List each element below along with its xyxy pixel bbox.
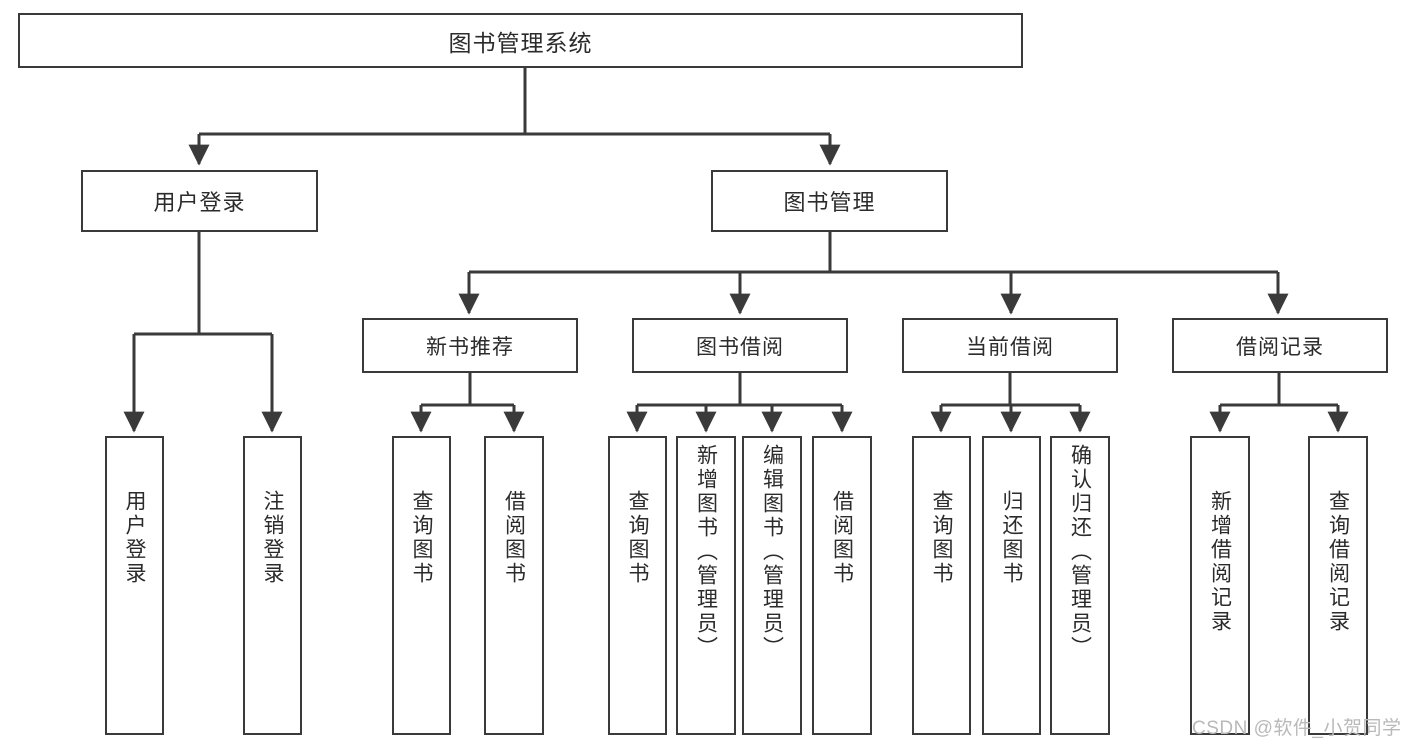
leaf-label: 查询图书 — [930, 490, 953, 586]
node-book-management-label: 图书管理 — [783, 190, 876, 215]
leaf-label: 确认归还（管理员） — [1068, 444, 1092, 660]
node-current-borrow-label: 当前借阅 — [966, 335, 1054, 359]
node-borrow-record-label: 借阅记录 — [1236, 335, 1324, 359]
csdn-watermark: CSDN @软件_小贺同学 — [1192, 718, 1402, 739]
leaf-label: 借阅图书 — [830, 490, 854, 586]
leaf-label: 借阅图书 — [502, 490, 526, 586]
leaf-label: 用户登录 — [123, 490, 146, 586]
leaf-node[interactable]: 借阅图书 — [484, 436, 544, 735]
node-borrow-record[interactable]: 借阅记录 — [1172, 318, 1388, 373]
leaf-node[interactable]: 查询图书 — [912, 436, 971, 735]
node-current-borrow[interactable]: 当前借阅 — [902, 318, 1118, 373]
leaf-label: 查询图书 — [626, 490, 649, 586]
leaf-label: 新增图书（管理员） — [694, 444, 718, 660]
leaf-label: 编辑图书（管理员） — [760, 444, 784, 660]
leaf-node[interactable]: 查询图书 — [392, 436, 451, 735]
leaf-node[interactable]: 新增图书（管理员） — [676, 436, 736, 735]
node-book-borrow-label: 图书借阅 — [696, 335, 784, 359]
node-user-login[interactable]: 用户登录 — [81, 170, 318, 232]
leaf-node[interactable]: 用户登录 — [105, 436, 164, 735]
leaf-node[interactable]: 查询图书 — [608, 436, 667, 735]
leaf-node[interactable]: 新增借阅记录 — [1190, 436, 1250, 735]
leaf-node[interactable]: 归还图书 — [982, 436, 1041, 735]
leaf-label: 注销登录 — [261, 490, 284, 586]
node-root-label: 图书管理系统 — [448, 29, 593, 56]
node-root[interactable]: 图书管理系统 — [18, 13, 1023, 68]
node-book-management[interactable]: 图书管理 — [711, 170, 948, 232]
leaf-node[interactable]: 查询借阅记录 — [1308, 436, 1368, 735]
leaf-label: 查询图书 — [410, 490, 433, 586]
leaf-label: 归还图书 — [1000, 490, 1023, 586]
leaf-label: 查询借阅记录 — [1326, 490, 1350, 634]
leaf-node[interactable]: 借阅图书 — [812, 436, 872, 735]
node-new-book-recommend-label: 新书推荐 — [426, 335, 514, 359]
leaf-node[interactable]: 注销登录 — [243, 436, 302, 735]
leaf-node[interactable]: 编辑图书（管理员） — [742, 436, 802, 735]
node-user-login-label: 用户登录 — [153, 190, 246, 215]
node-new-book-recommend[interactable]: 新书推荐 — [362, 318, 578, 373]
node-book-borrow[interactable]: 图书借阅 — [632, 318, 848, 373]
leaf-node[interactable]: 确认归还（管理员） — [1050, 436, 1110, 735]
leaf-label: 新增借阅记录 — [1208, 490, 1232, 634]
